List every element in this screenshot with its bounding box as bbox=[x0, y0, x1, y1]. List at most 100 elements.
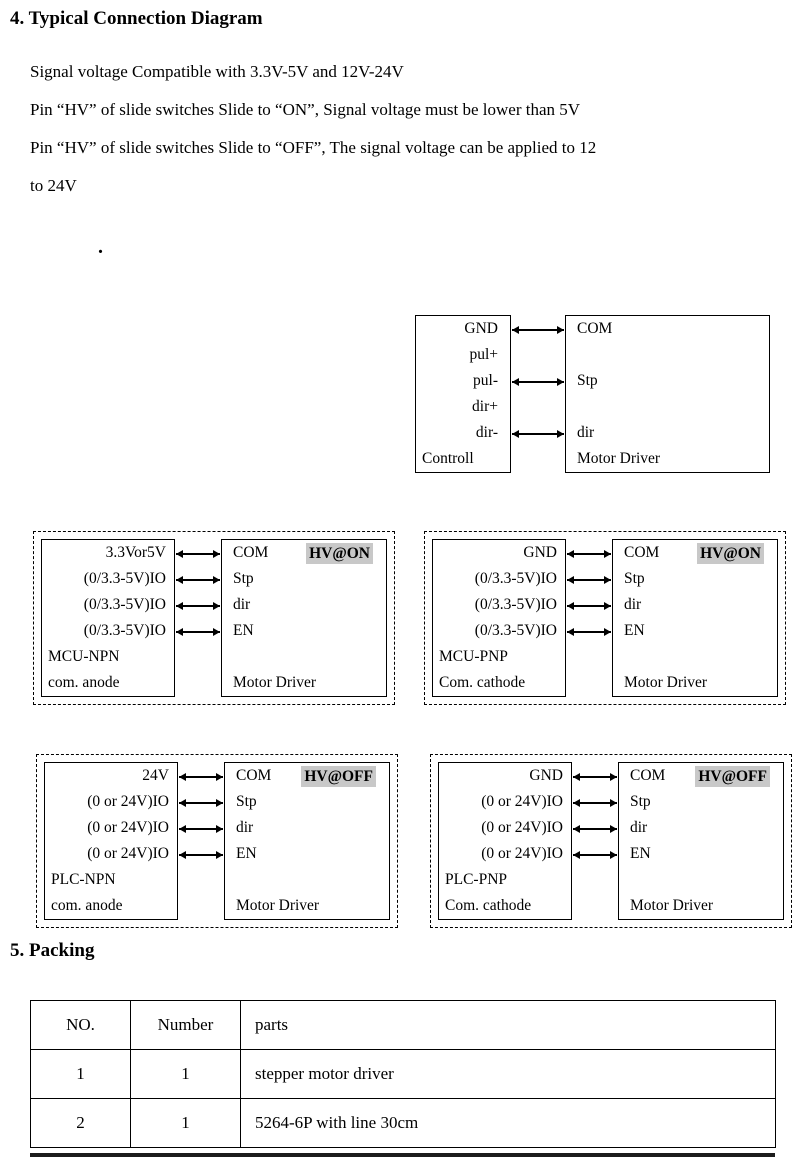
pin-label: pul- bbox=[473, 372, 498, 389]
bidirectional-arrow bbox=[512, 326, 564, 334]
arrows-column bbox=[178, 762, 224, 920]
pin-label: (0 or 24V)IO bbox=[481, 819, 563, 836]
pin-label: (0 or 24V)IO bbox=[87, 793, 169, 810]
bidirectional-arrow bbox=[567, 602, 611, 610]
diagram-plc-npn: 24V (0 or 24V)IO (0 or 24V)IO (0 or 24V)… bbox=[36, 754, 398, 928]
table-cell-parts: 5264-6P with line 30cm bbox=[240, 1098, 776, 1148]
col-header-no: NO. bbox=[30, 1000, 131, 1050]
pin-label: (0 or 24V)IO bbox=[87, 845, 169, 862]
bidirectional-arrow bbox=[176, 628, 220, 636]
arrows-column bbox=[566, 539, 612, 697]
pin-label: COM bbox=[577, 320, 613, 337]
bidirectional-arrow bbox=[573, 799, 617, 807]
hv-badge: HV@OFF bbox=[695, 765, 770, 787]
pin-label: (0/3.3-5V)IO bbox=[474, 570, 557, 587]
device-type-label: MCU-NPN bbox=[48, 648, 120, 665]
pin-label: GND bbox=[523, 544, 557, 561]
bidirectional-arrow bbox=[179, 851, 223, 859]
pin-label: EN bbox=[233, 622, 254, 639]
pin-label: GND bbox=[529, 767, 563, 784]
bidirectional-arrow bbox=[179, 799, 223, 807]
controller-box: GND (0 or 24V)IO (0 or 24V)IO (0 or 24V)… bbox=[438, 762, 572, 920]
motor-driver-label: Motor Driver bbox=[577, 450, 661, 467]
bidirectional-arrow bbox=[512, 430, 564, 438]
stray-period: . bbox=[98, 236, 103, 258]
common-label: Com. cathode bbox=[439, 674, 526, 691]
bidirectional-arrow bbox=[512, 378, 564, 386]
pin-label: 24V bbox=[142, 767, 169, 784]
col-header-parts: parts bbox=[240, 1000, 776, 1050]
pin-label: EN bbox=[630, 845, 651, 862]
table-cell-no: 1 bbox=[30, 1049, 131, 1099]
bidirectional-arrow bbox=[567, 550, 611, 558]
diagram-mcu-npn: 3.3Vor5V (0/3.3-5V)IO (0/3.3-5V)IO (0/3.… bbox=[33, 531, 395, 705]
bidirectional-arrow bbox=[176, 550, 220, 558]
pin-label: (0/3.3-5V)IO bbox=[474, 622, 557, 639]
device-type-label: PLC-PNP bbox=[445, 871, 508, 888]
motor-driver-box: COM HV@ON Stp dir EN Motor Driver bbox=[221, 539, 387, 697]
pin-label: dir bbox=[630, 819, 648, 836]
bidirectional-arrow bbox=[179, 825, 223, 833]
hv-badge: HV@ON bbox=[697, 542, 764, 564]
controller-label: Controll bbox=[422, 450, 474, 467]
pin-label: 3.3Vor5V bbox=[105, 544, 166, 561]
bidirectional-arrow bbox=[179, 773, 223, 781]
bidirectional-arrow bbox=[573, 773, 617, 781]
motor-driver-box: COM HV@OFF Stp dir EN Motor Driver bbox=[618, 762, 784, 920]
pin-label: EN bbox=[624, 622, 645, 639]
pin-label: (0 or 24V)IO bbox=[87, 819, 169, 836]
pin-label: dir bbox=[233, 596, 251, 613]
motor-driver-box: COM HV@ON Stp dir EN Motor Driver bbox=[612, 539, 778, 697]
pin-label: dir bbox=[236, 819, 254, 836]
pin-label: (0/3.3-5V)IO bbox=[83, 622, 166, 639]
page-bottom-rule bbox=[30, 1153, 775, 1157]
arrows-column bbox=[572, 762, 618, 920]
bidirectional-arrow bbox=[573, 851, 617, 859]
controller-box: GND pul+ pul- dir+ dir- Controll bbox=[415, 315, 511, 473]
hv-badge: HV@ON bbox=[306, 542, 373, 564]
table-cell-no: 2 bbox=[30, 1098, 131, 1148]
hv-badge: HV@OFF bbox=[301, 765, 376, 787]
device-type-label: PLC-NPN bbox=[51, 871, 116, 888]
pin-label: dir- bbox=[475, 424, 498, 441]
pin-label: (0/3.3-5V)IO bbox=[474, 596, 557, 613]
diagram-plc-pnp: GND (0 or 24V)IO (0 or 24V)IO (0 or 24V)… bbox=[430, 754, 792, 928]
paragraph-line: to 24V bbox=[30, 176, 77, 195]
motor-driver-label: Motor Driver bbox=[630, 897, 714, 914]
table-row: 1 1 stepper motor driver bbox=[30, 1049, 776, 1099]
controller-driver-connection-diagram: GND pul+ pul- dir+ dir- Controll COM Stp… bbox=[415, 315, 770, 473]
bidirectional-arrow bbox=[567, 628, 611, 636]
paragraph-line: Signal voltage Compatible with 3.3V-5V a… bbox=[30, 62, 404, 81]
pin-label: COM bbox=[624, 544, 660, 561]
pin-label: COM bbox=[630, 767, 666, 784]
bidirectional-arrow bbox=[573, 825, 617, 833]
paragraph-line: Pin “HV” of slide switches Slide to “OFF… bbox=[30, 138, 597, 157]
controller-box: GND (0/3.3-5V)IO (0/3.3-5V)IO (0/3.3-5V)… bbox=[432, 539, 566, 697]
pin-label: Stp bbox=[236, 793, 257, 810]
diagram-mcu-pnp: GND (0/3.3-5V)IO (0/3.3-5V)IO (0/3.3-5V)… bbox=[424, 531, 786, 705]
table-cell-parts: stepper motor driver bbox=[240, 1049, 776, 1099]
motor-driver-label: Motor Driver bbox=[236, 897, 320, 914]
packing-table: NO. Number parts 1 1 stepper motor drive… bbox=[30, 1000, 776, 1148]
controller-box: 3.3Vor5V (0/3.3-5V)IO (0/3.3-5V)IO (0/3.… bbox=[41, 539, 175, 697]
arrows-column bbox=[511, 315, 565, 473]
pin-label: Stp bbox=[624, 570, 645, 587]
pin-label: dir+ bbox=[472, 398, 498, 415]
pin-label: (0/3.3-5V)IO bbox=[83, 596, 166, 613]
bidirectional-arrow bbox=[176, 602, 220, 610]
section-4-heading: 4. Typical Connection Diagram bbox=[10, 8, 263, 29]
bidirectional-arrow bbox=[176, 576, 220, 584]
common-label: com. anode bbox=[48, 674, 120, 691]
motor-driver-box: COM Stp dir Motor Driver bbox=[565, 315, 770, 473]
device-type-label: MCU-PNP bbox=[439, 648, 508, 665]
common-label: Com. cathode bbox=[445, 897, 532, 914]
bidirectional-arrow bbox=[567, 576, 611, 584]
pin-label: COM bbox=[233, 544, 269, 561]
pin-label: Stp bbox=[577, 372, 598, 389]
common-label: com. anode bbox=[51, 897, 123, 914]
pin-label: (0 or 24V)IO bbox=[481, 845, 563, 862]
pin-label: pul+ bbox=[469, 346, 498, 363]
arrows-column bbox=[175, 539, 221, 697]
motor-driver-box: COM HV@OFF Stp dir EN Motor Driver bbox=[224, 762, 390, 920]
